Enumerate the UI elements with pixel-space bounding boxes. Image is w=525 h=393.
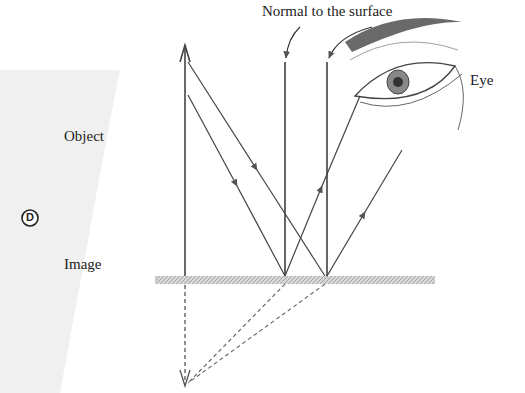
image-arrowhead — [180, 370, 190, 386]
object-arrowhead — [180, 45, 190, 62]
virtual-ray — [188, 284, 325, 383]
pointer-arrow — [286, 27, 300, 58]
virtual-ray — [188, 284, 285, 383]
watermark-shape — [0, 70, 120, 393]
incident-ray — [237, 186, 285, 276]
reflected-ray — [365, 150, 402, 212]
image-line — [184, 285, 185, 385]
incident-ray — [188, 62, 257, 170]
logo-letter: D — [22, 211, 38, 223]
normal-line — [284, 62, 286, 276]
incident-ray — [257, 170, 325, 276]
image-label: Image — [64, 256, 101, 273]
reflected-ray — [327, 212, 365, 276]
caption-label: Normal to the surface — [262, 3, 392, 20]
eye-label: Eye — [470, 72, 493, 89]
reflected-ray — [285, 186, 322, 276]
incident-ray — [188, 95, 237, 186]
normal-line — [326, 62, 328, 276]
plane-mirror — [155, 276, 435, 284]
object-line — [184, 45, 186, 276]
eye-drawing — [345, 18, 463, 130]
reflected-ray — [322, 96, 360, 186]
logo-circle — [22, 210, 38, 226]
object-label: Object — [64, 128, 104, 145]
